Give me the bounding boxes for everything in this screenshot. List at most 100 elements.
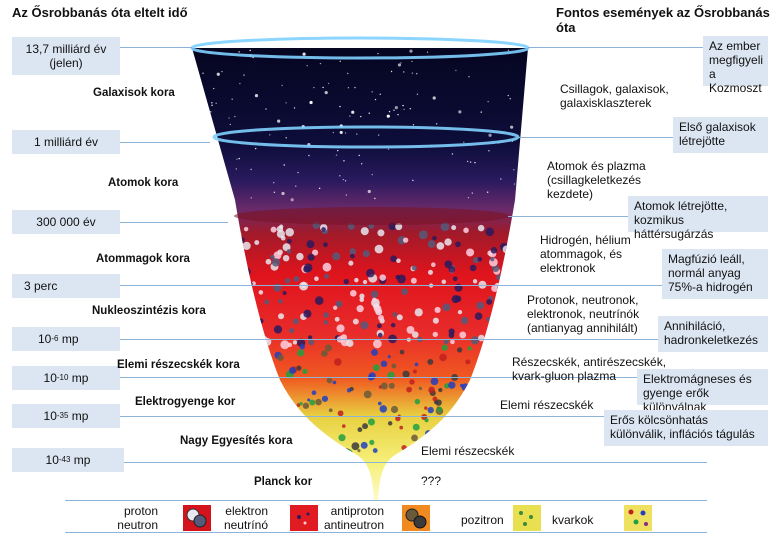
particle bbox=[485, 228, 494, 237]
particle bbox=[323, 312, 329, 318]
particle bbox=[222, 350, 230, 358]
star bbox=[294, 107, 295, 108]
particle bbox=[350, 290, 357, 297]
era-planck: Planck kor bbox=[254, 476, 312, 488]
particle bbox=[258, 349, 264, 355]
star bbox=[238, 51, 239, 52]
star bbox=[374, 198, 375, 199]
legend-electron-neutrino-swatch bbox=[290, 505, 318, 531]
particle bbox=[412, 265, 417, 270]
star bbox=[463, 141, 464, 142]
particle bbox=[504, 372, 509, 377]
time-base: 10 bbox=[38, 332, 51, 346]
particle bbox=[346, 340, 353, 347]
particle bbox=[254, 371, 258, 375]
particle bbox=[278, 299, 283, 304]
particle bbox=[457, 347, 462, 352]
desc-atoms: Atomok és plazma (csillagkeletkezés kezd… bbox=[547, 159, 662, 201]
particle bbox=[223, 234, 228, 239]
particle bbox=[428, 407, 434, 413]
particle bbox=[289, 367, 296, 374]
particle bbox=[397, 314, 403, 320]
particle bbox=[474, 431, 480, 437]
particle bbox=[228, 302, 233, 307]
particle bbox=[415, 363, 419, 367]
star bbox=[199, 86, 200, 87]
star bbox=[347, 73, 348, 74]
star bbox=[339, 106, 340, 107]
particle bbox=[389, 383, 395, 389]
time-base: 10 bbox=[44, 409, 57, 423]
star bbox=[508, 95, 509, 96]
guide-line bbox=[120, 47, 192, 48]
legend-quarks-swatch bbox=[624, 505, 652, 531]
particle bbox=[274, 325, 282, 333]
particle bbox=[491, 247, 498, 254]
particle bbox=[334, 358, 342, 366]
particle bbox=[359, 297, 364, 302]
star bbox=[211, 102, 212, 103]
particle bbox=[321, 350, 328, 357]
time-box-300k: 300 000 év bbox=[12, 210, 120, 234]
star bbox=[333, 132, 334, 133]
star bbox=[343, 160, 344, 161]
particle bbox=[283, 291, 287, 295]
particle bbox=[496, 274, 502, 280]
particle bbox=[503, 246, 511, 254]
particle bbox=[247, 388, 250, 391]
star bbox=[417, 94, 418, 95]
particle bbox=[373, 364, 380, 371]
star bbox=[273, 182, 274, 183]
star bbox=[360, 116, 361, 117]
star bbox=[388, 148, 389, 149]
star bbox=[251, 197, 252, 198]
star bbox=[412, 72, 413, 73]
particle bbox=[377, 323, 382, 328]
guide-line bbox=[120, 285, 680, 286]
particle bbox=[455, 241, 461, 247]
star bbox=[297, 172, 298, 173]
star bbox=[328, 83, 329, 84]
event-observation: Az ember megfigyeli a Kozmoszt bbox=[703, 36, 768, 86]
particle bbox=[303, 310, 311, 318]
star bbox=[274, 192, 275, 193]
particle bbox=[375, 245, 384, 254]
star bbox=[281, 85, 282, 86]
star bbox=[340, 61, 341, 62]
particle bbox=[265, 366, 268, 369]
particle bbox=[479, 417, 486, 424]
particle bbox=[227, 301, 236, 310]
star bbox=[403, 71, 404, 72]
particle bbox=[505, 331, 514, 340]
particle bbox=[459, 331, 466, 338]
particle bbox=[371, 349, 378, 356]
particle bbox=[225, 448, 228, 451]
star bbox=[402, 105, 403, 106]
particle bbox=[468, 346, 472, 350]
particle bbox=[481, 362, 485, 366]
particle bbox=[377, 229, 384, 236]
star bbox=[413, 124, 414, 125]
particle bbox=[325, 344, 332, 351]
particle bbox=[308, 254, 315, 261]
particle bbox=[444, 238, 451, 245]
particle bbox=[368, 418, 375, 425]
star bbox=[201, 96, 202, 97]
particle bbox=[344, 279, 349, 284]
particle bbox=[419, 387, 422, 390]
particle bbox=[381, 361, 387, 367]
star bbox=[372, 174, 373, 175]
particle bbox=[364, 390, 372, 398]
particle bbox=[452, 295, 460, 303]
particle bbox=[378, 315, 384, 321]
particle bbox=[451, 225, 456, 230]
particle bbox=[361, 227, 369, 235]
star bbox=[255, 94, 258, 97]
star bbox=[211, 105, 212, 106]
particle bbox=[307, 420, 311, 424]
particle bbox=[280, 340, 289, 349]
star bbox=[250, 169, 251, 170]
particle bbox=[354, 278, 358, 282]
particle bbox=[433, 397, 438, 402]
particle bbox=[275, 447, 279, 451]
